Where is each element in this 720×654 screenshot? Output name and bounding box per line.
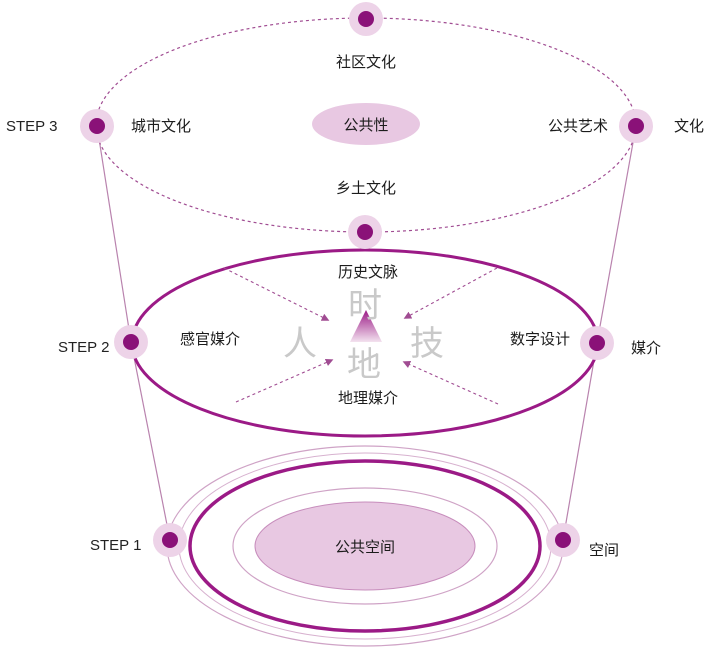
funnel-right-line-upper [596, 125, 637, 344]
bottom-main-ring [188, 459, 542, 633]
label-digital-design: 数字设计 [510, 330, 570, 348]
node-top-top [349, 2, 383, 36]
funnel-left-line-lower [130, 341, 171, 541]
arrow-bottom-left [235, 358, 334, 403]
label-step-1: STEP 1 [90, 537, 141, 554]
node-bottom-right [546, 523, 580, 557]
label-public-space: 公共空间 [335, 538, 395, 556]
label-geographic-media: 地理媒介 [338, 389, 398, 407]
node-top-left [80, 109, 114, 143]
node-bottom-left [153, 523, 187, 557]
arrow-top-right [403, 267, 498, 319]
node-middle-left [114, 325, 148, 359]
label-publicness: 公共性 [343, 116, 388, 134]
bottom-center-fill [254, 501, 476, 591]
char-shi: 时 [348, 286, 382, 326]
char-ji: 技 [410, 324, 444, 364]
up-arrow-icon [350, 310, 382, 342]
arrow-bottom-right [402, 360, 499, 405]
char-di: 地 [347, 345, 381, 385]
label-public-art: 公共艺术 [548, 117, 608, 135]
arrow-top-left [223, 267, 330, 321]
label-sensory-media: 感官媒介 [180, 330, 240, 348]
label-step-3: STEP 3 [6, 118, 57, 135]
label-step-2: STEP 2 [58, 339, 109, 356]
node-middle-right [580, 326, 614, 360]
label-community-culture: 社区文化 [336, 53, 396, 71]
top-center-pill [312, 103, 420, 145]
label-media-category: 媒介 [631, 339, 661, 357]
node-top-bottom [348, 215, 382, 249]
label-space-category: 空间 [589, 541, 619, 559]
label-rural-culture: 乡土文化 [336, 179, 396, 197]
funnel-left-line-upper [96, 125, 132, 343]
char-ren: 人 [283, 324, 317, 364]
label-historical-context: 历史文脉 [338, 263, 398, 281]
label-culture-category: 文化 [674, 117, 704, 135]
bottom-inner-ring [232, 487, 498, 605]
label-urban-culture: 城市文化 [131, 117, 191, 135]
node-top-right [619, 109, 653, 143]
funnel-right-line-lower [562, 342, 598, 541]
